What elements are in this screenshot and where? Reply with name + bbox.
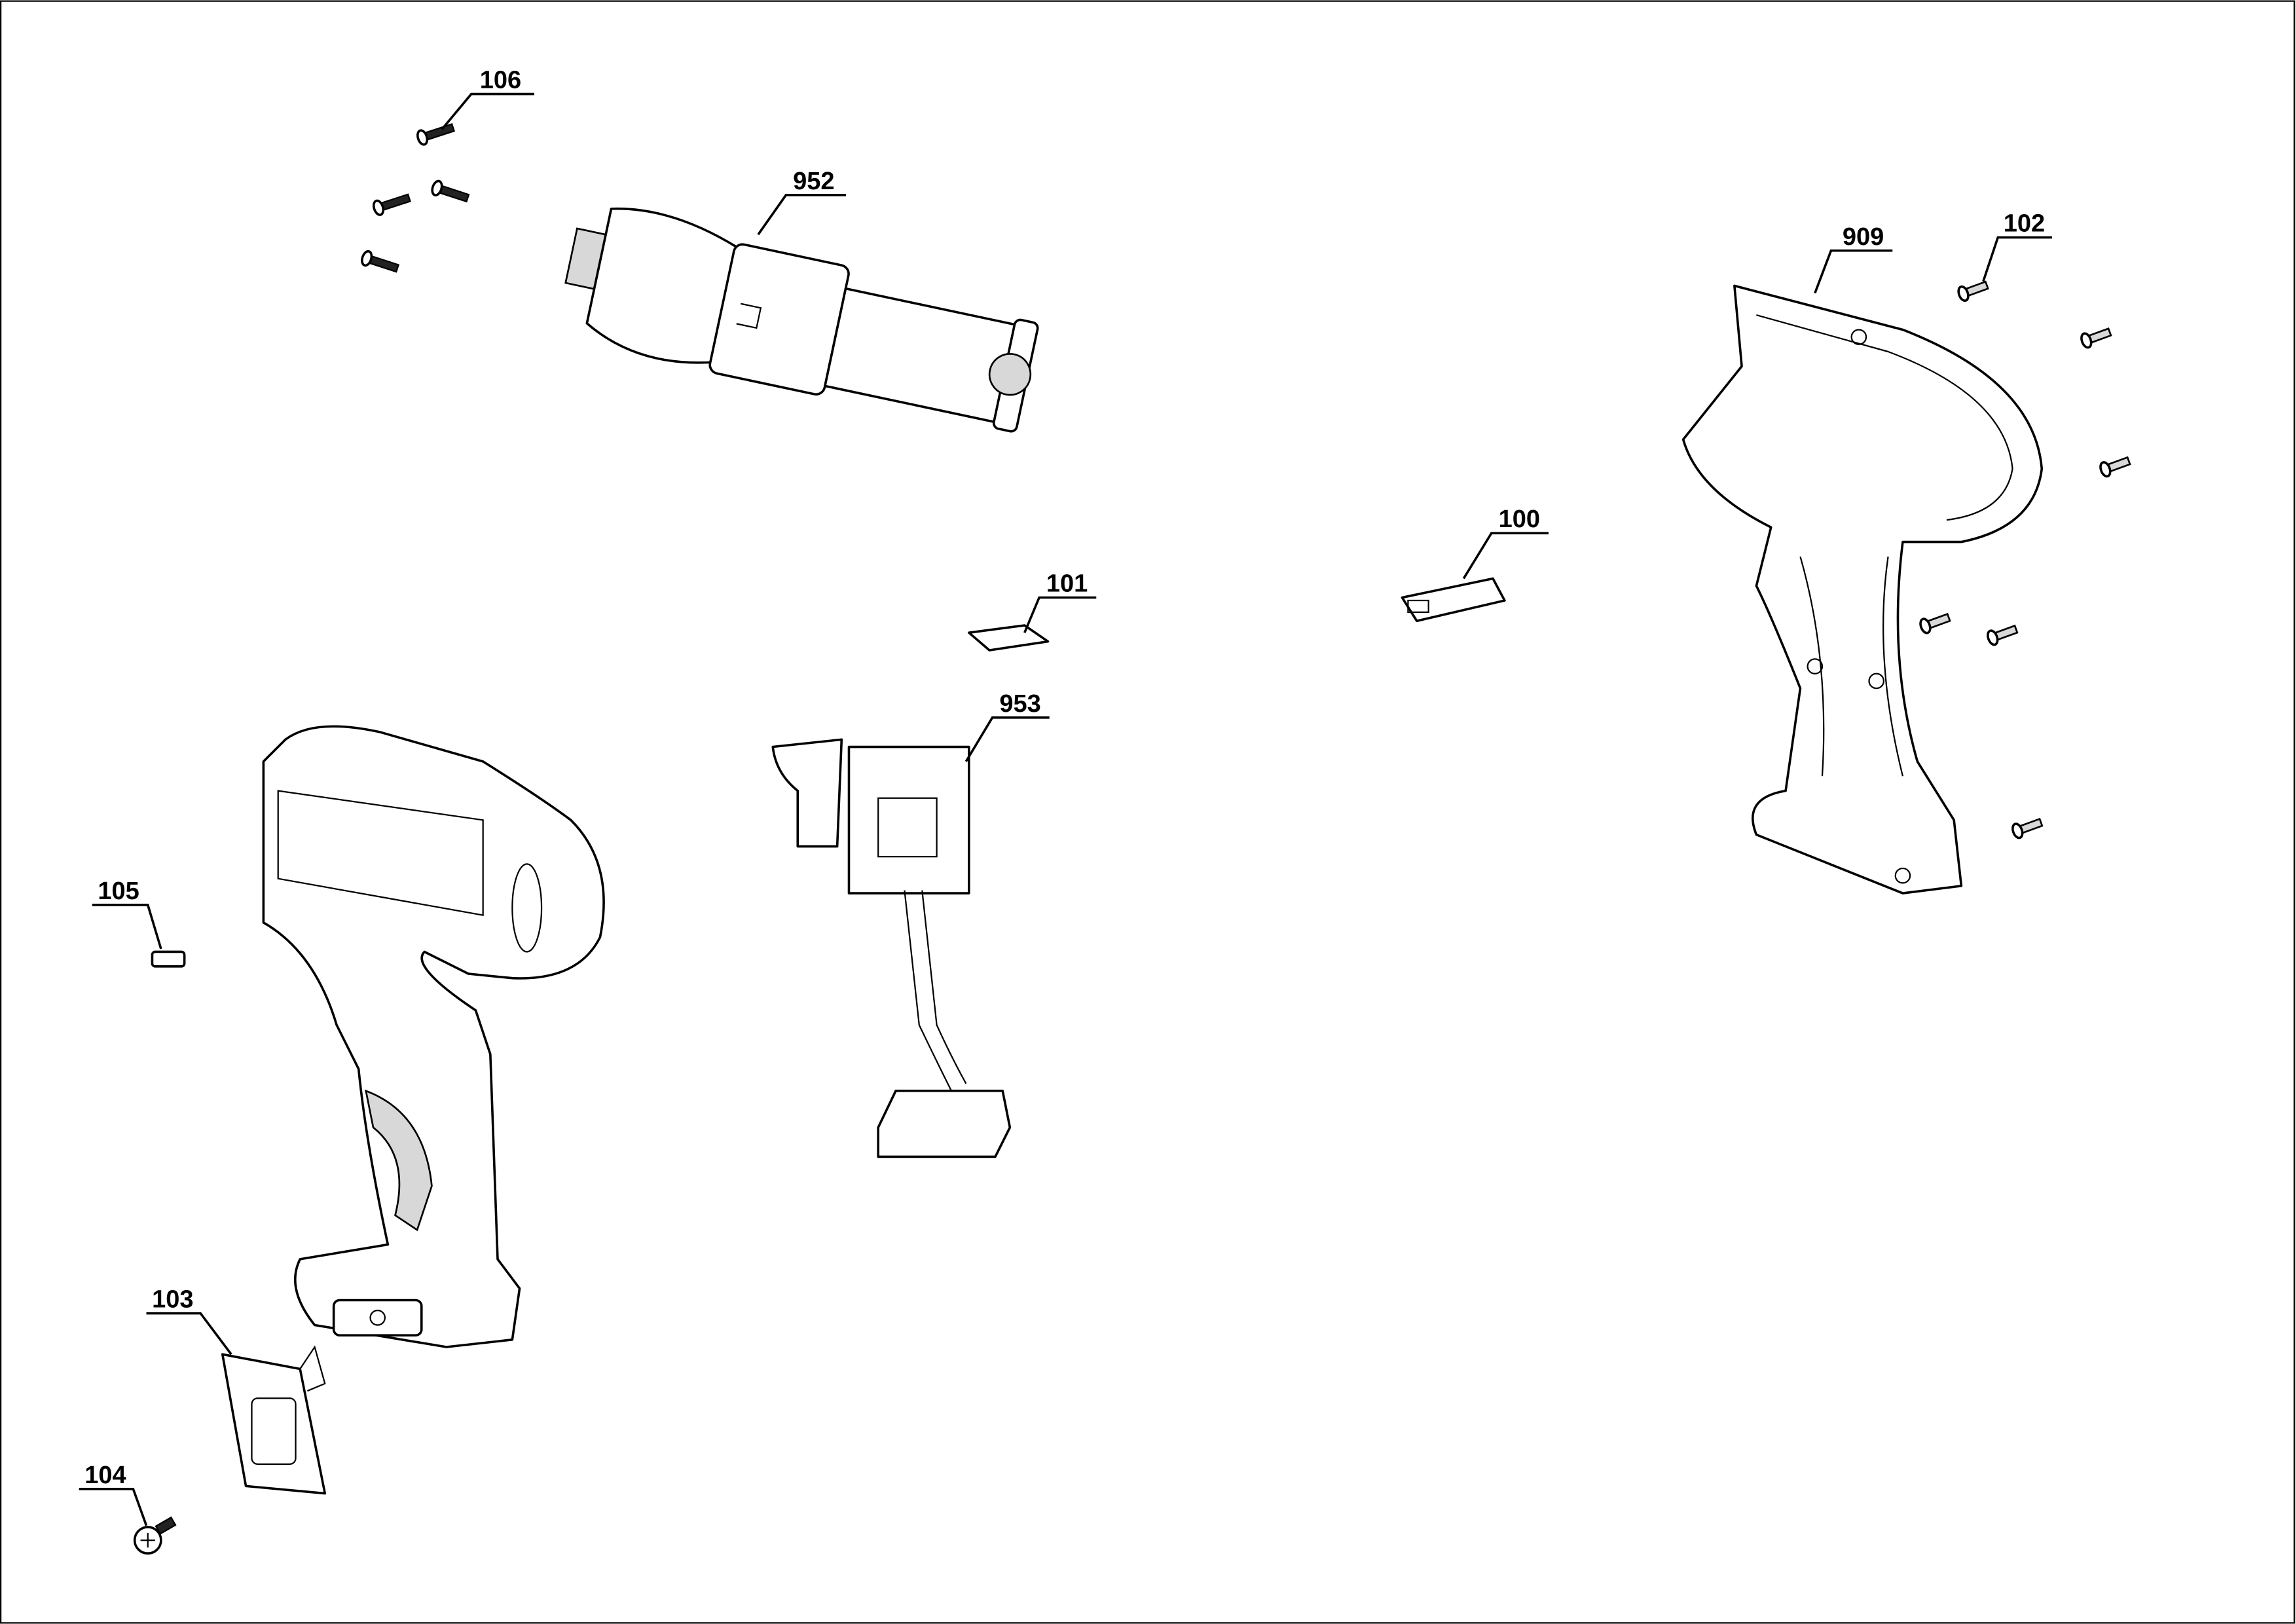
part-106-screws [361,123,470,273]
callout-106: 106 [441,67,534,130]
callout-101: 101 [1023,570,1097,633]
callout-105: 105 [92,877,162,950]
part-105 [151,950,186,968]
callout-952: 952 [757,168,847,236]
callout-label: 101 [1046,570,1088,598]
callout-label: 909 [1843,223,1884,251]
callout-label: 952 [793,168,834,195]
callout-label: 953 [999,690,1040,718]
callout-104: 104 [79,1462,148,1526]
callout-label: 102 [2004,210,2045,238]
callout-102: 102 [1982,210,2052,282]
drill-body-assembly [262,725,605,1348]
callout-label: 106 [480,67,521,94]
callout-100: 100 [1462,506,1549,580]
callout-label: 105 [98,877,139,905]
callout-label: 103 [152,1286,193,1314]
part-104-screw [133,1516,177,1555]
part-952-gearbox-motor [564,207,1039,433]
part-909-housing-half [1681,284,2044,895]
part-103-belt-clip [221,1345,327,1495]
part-100 [1401,577,1506,623]
callout-103: 103 [146,1286,232,1356]
part-953-switch [771,738,1012,1158]
callout-953: 953 [964,690,1050,762]
callout-label: 100 [1499,506,1540,533]
callout-909: 909 [1814,223,1893,294]
callout-label: 104 [84,1462,126,1489]
part-102-screws [1919,280,2131,840]
part-101 [968,624,1050,652]
